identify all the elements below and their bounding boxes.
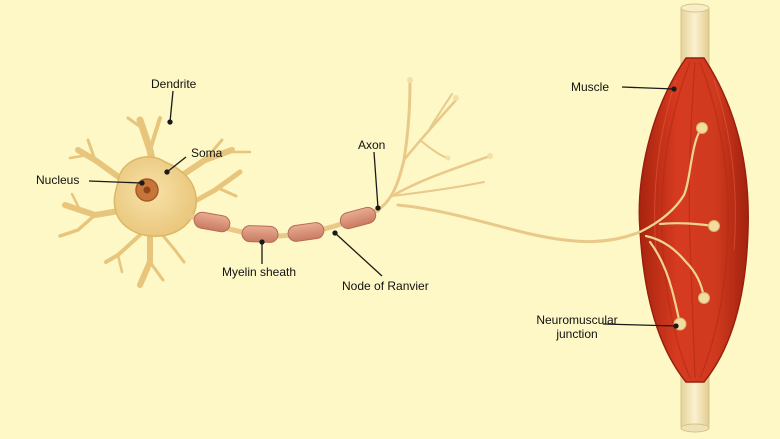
label-soma: Soma — [191, 146, 223, 160]
label-node-of-ranvier: Node of Ranvier — [342, 279, 429, 293]
nucleolus — [143, 186, 151, 194]
muscle-fibers — [661, 61, 729, 379]
axon-terminals — [376, 80, 642, 244]
terminal-knobs — [407, 77, 493, 161]
muscle-highlights — [654, 79, 736, 251]
label-nmj-line1: Neuromuscular — [536, 313, 618, 327]
pointer-soma — [166, 156, 187, 173]
pointer-muscle — [621, 86, 675, 90]
myelin-segment — [193, 211, 231, 233]
label-myelin-sheath: Myelin sheath — [222, 265, 297, 279]
myelin-sheaths — [193, 206, 377, 243]
pointer-nmj — [602, 323, 677, 327]
pointer-node — [334, 232, 383, 277]
pointer-lines — [88, 86, 679, 329]
pointer-axon — [373, 151, 379, 209]
pointer-dendrite — [169, 90, 174, 123]
myelin-segment — [241, 225, 279, 243]
label-dendrite: Dendrite — [151, 77, 197, 91]
myelin-segment — [287, 222, 325, 242]
pointer-nucleus — [88, 180, 143, 184]
label-nucleus: Nucleus — [36, 173, 80, 187]
label-axon: Axon — [358, 138, 386, 152]
myelin-segment — [339, 206, 377, 230]
label-nmj-line2: junction — [556, 327, 598, 341]
label-neuromuscular-junction: Neuromuscular junction — [531, 313, 623, 341]
label-muscle: Muscle — [571, 80, 610, 94]
